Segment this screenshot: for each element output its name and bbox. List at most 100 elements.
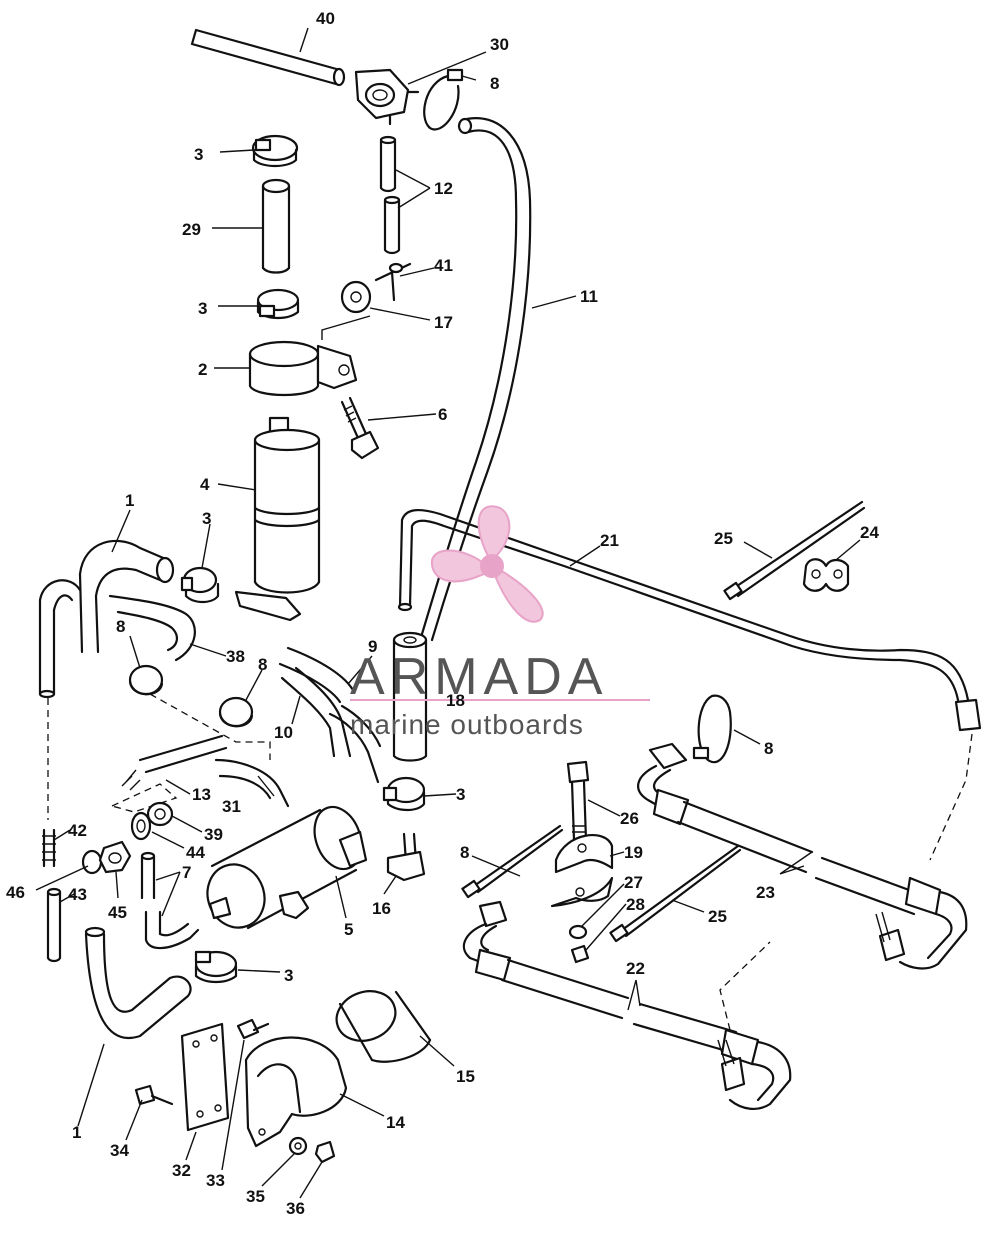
callout-label: 38	[226, 647, 245, 666]
callout-label: 3	[198, 299, 207, 318]
callout-label: 16	[372, 899, 391, 918]
callout-label: 8	[116, 617, 125, 636]
part-left-long-hose	[38, 579, 82, 820]
part-3-clamp-mid	[256, 288, 300, 320]
callout-label: 30	[490, 35, 509, 54]
part-16-elbow-fitting	[386, 832, 426, 882]
callout-label: 2	[198, 360, 207, 379]
part-6-bolt	[340, 396, 380, 460]
callout-label: 9	[368, 637, 377, 656]
part-31-hose	[214, 758, 290, 808]
callout-label: 22	[626, 959, 645, 978]
part-22-fuel-line-lower	[462, 900, 792, 1110]
part-12-hoses	[379, 135, 401, 255]
part-3-clamp-filter	[180, 566, 220, 604]
watermark-tagline: marine outboards	[350, 709, 584, 740]
watermark-brand: ARMADA	[350, 648, 608, 706]
part-13-fitting	[110, 734, 228, 813]
parts-linework	[38, 28, 982, 1164]
callout-label: 32	[172, 1161, 191, 1180]
part-1-elbow-hose-bottom	[84, 926, 192, 1040]
part-3-clamp-right	[382, 776, 426, 812]
part-29-hose	[261, 178, 291, 274]
callout-label: 8	[460, 843, 469, 862]
callout-label: 33	[206, 1171, 225, 1190]
callout-label: 26	[620, 809, 639, 828]
callout-label: 14	[386, 1113, 405, 1132]
part-39-44-washers	[130, 801, 174, 841]
callout-label: 11	[580, 287, 598, 306]
part-8-clamp-mid	[149, 693, 271, 760]
part-45-nut	[98, 840, 132, 874]
callout-label: 8	[258, 655, 267, 674]
part-8-tie-strap-mid	[461, 824, 564, 899]
part-18-tube	[392, 631, 428, 762]
callout-label: 35	[246, 1187, 265, 1206]
callout-label: 3	[194, 145, 203, 164]
part-35-36-washer-nut	[288, 1136, 336, 1164]
part-38-hose	[108, 594, 196, 662]
part-1-elbow-hose-top	[78, 539, 175, 654]
watermark-rule	[350, 699, 650, 701]
part-41-tee-fitting	[374, 262, 412, 302]
callout-label: 19	[624, 843, 643, 862]
part-11-long-hose	[420, 117, 532, 642]
part-3-clamp-top	[251, 134, 299, 168]
part-14-bracket	[244, 1036, 348, 1148]
part-24-grommet	[802, 558, 850, 592]
callout-label: 13	[192, 785, 211, 804]
part-33-34-bolts	[134, 1018, 270, 1106]
part-15-sleeve	[335, 990, 432, 1063]
callout-label: 45	[108, 903, 127, 922]
callout-label: 17	[434, 313, 453, 332]
callout-label: 25	[714, 529, 733, 548]
callout-label: 1	[72, 1123, 81, 1142]
part-25-tie-strap-upper	[723, 500, 866, 601]
callout-label: 43	[68, 885, 87, 904]
part-40-hose	[190, 28, 346, 87]
callout-label: 5	[344, 920, 353, 939]
callout-label: 24	[860, 523, 879, 542]
callout-label: 46	[6, 883, 25, 902]
part-9-10-hoses	[278, 646, 382, 784]
callout-label: 41	[434, 256, 453, 275]
part-42-46-43	[42, 828, 103, 963]
part-17-grommet	[340, 280, 372, 314]
part-30-fuel-connector	[354, 68, 420, 126]
callout-label: 23	[756, 883, 775, 902]
part-3-clamp-bottom	[194, 950, 238, 984]
callout-label: 27	[624, 873, 643, 892]
callout-label: 3	[284, 966, 293, 985]
callout-label: 4	[200, 475, 210, 494]
part-21-long-tube	[397, 508, 982, 861]
callout-label: 12	[434, 179, 453, 198]
part-26-bolt	[566, 760, 590, 842]
callout-labels: 40 30 8 3 12 29 41 11 3 17 2 6 4 1 3 21 …	[6, 9, 879, 1218]
callout-label: 40	[316, 9, 335, 28]
callout-label: 15	[456, 1067, 475, 1086]
callout-label: 6	[438, 405, 447, 424]
callout-label: 25	[708, 907, 727, 926]
propeller-logo-icon	[430, 505, 544, 623]
callout-label: 36	[286, 1199, 305, 1218]
part-7-hoses	[140, 851, 200, 950]
part-4-filter	[234, 416, 321, 622]
callout-label: 7	[182, 863, 191, 882]
callout-label: 3	[202, 509, 211, 528]
part-8-clamp-left	[128, 664, 164, 696]
part-8-clip-top	[423, 68, 464, 131]
callout-label: 34	[110, 1141, 129, 1160]
part-19-clamp-halves	[550, 833, 614, 908]
callout-label: 28	[626, 895, 645, 914]
callout-label: 42	[68, 821, 87, 840]
armada-watermark: ARMADA marine outboards	[350, 505, 650, 740]
callout-label: 1	[125, 491, 134, 510]
callout-label: 44	[186, 843, 205, 862]
part-2-bracket	[248, 315, 371, 397]
leader-lines	[35, 27, 861, 1199]
callout-label: 29	[182, 220, 201, 239]
callout-label: 3	[456, 785, 465, 804]
callout-label: 8	[490, 74, 499, 93]
part-23-fuel-line-upper	[637, 742, 968, 970]
callout-label: 39	[204, 825, 223, 844]
